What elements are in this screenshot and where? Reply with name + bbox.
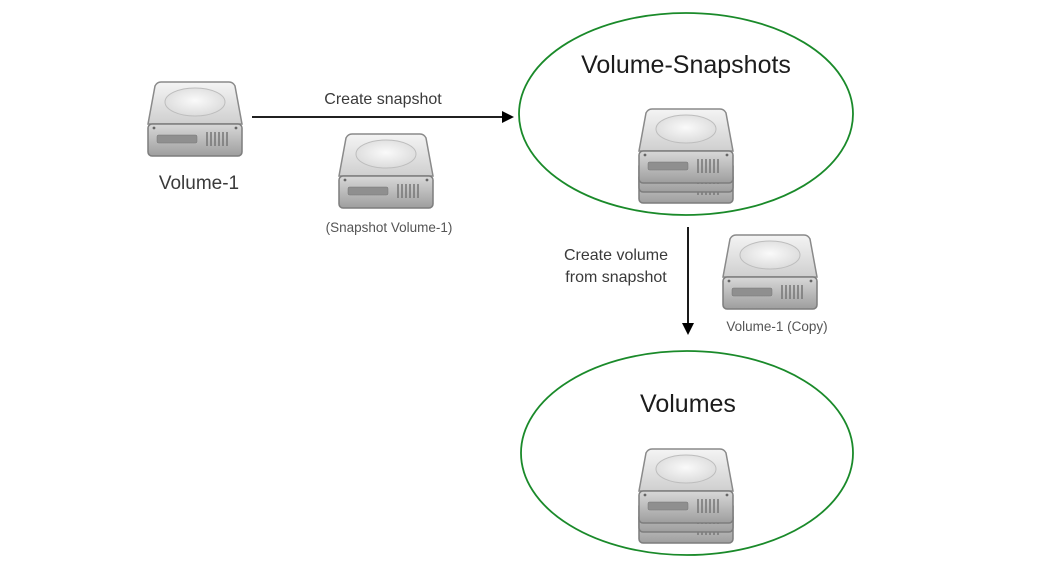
volume-1-label: Volume-1 [159, 173, 239, 194]
snapshot-item-label: (Snapshot Volume-1) [326, 220, 453, 235]
create-snapshot-label: Create snapshot [324, 91, 442, 108]
volume-snapshots-group [518, 12, 854, 216]
snapshots-stack-icon [639, 109, 733, 203]
volume-copy-drive-icon [722, 234, 818, 310]
snapshot-drive-icon [338, 133, 434, 209]
volume-copy-label: Volume-1 (Copy) [726, 319, 827, 334]
create-volume-label-line2: from snapshot [565, 269, 667, 286]
volumes-stack-icon [639, 449, 733, 543]
volumes-title: Volumes [640, 390, 736, 418]
volumes-group [520, 350, 854, 556]
create-volume-label-line1: Create volume [564, 247, 668, 264]
volume-snapshots-title: Volume-Snapshots [581, 51, 791, 79]
volume-1-drive-icon [147, 81, 243, 157]
